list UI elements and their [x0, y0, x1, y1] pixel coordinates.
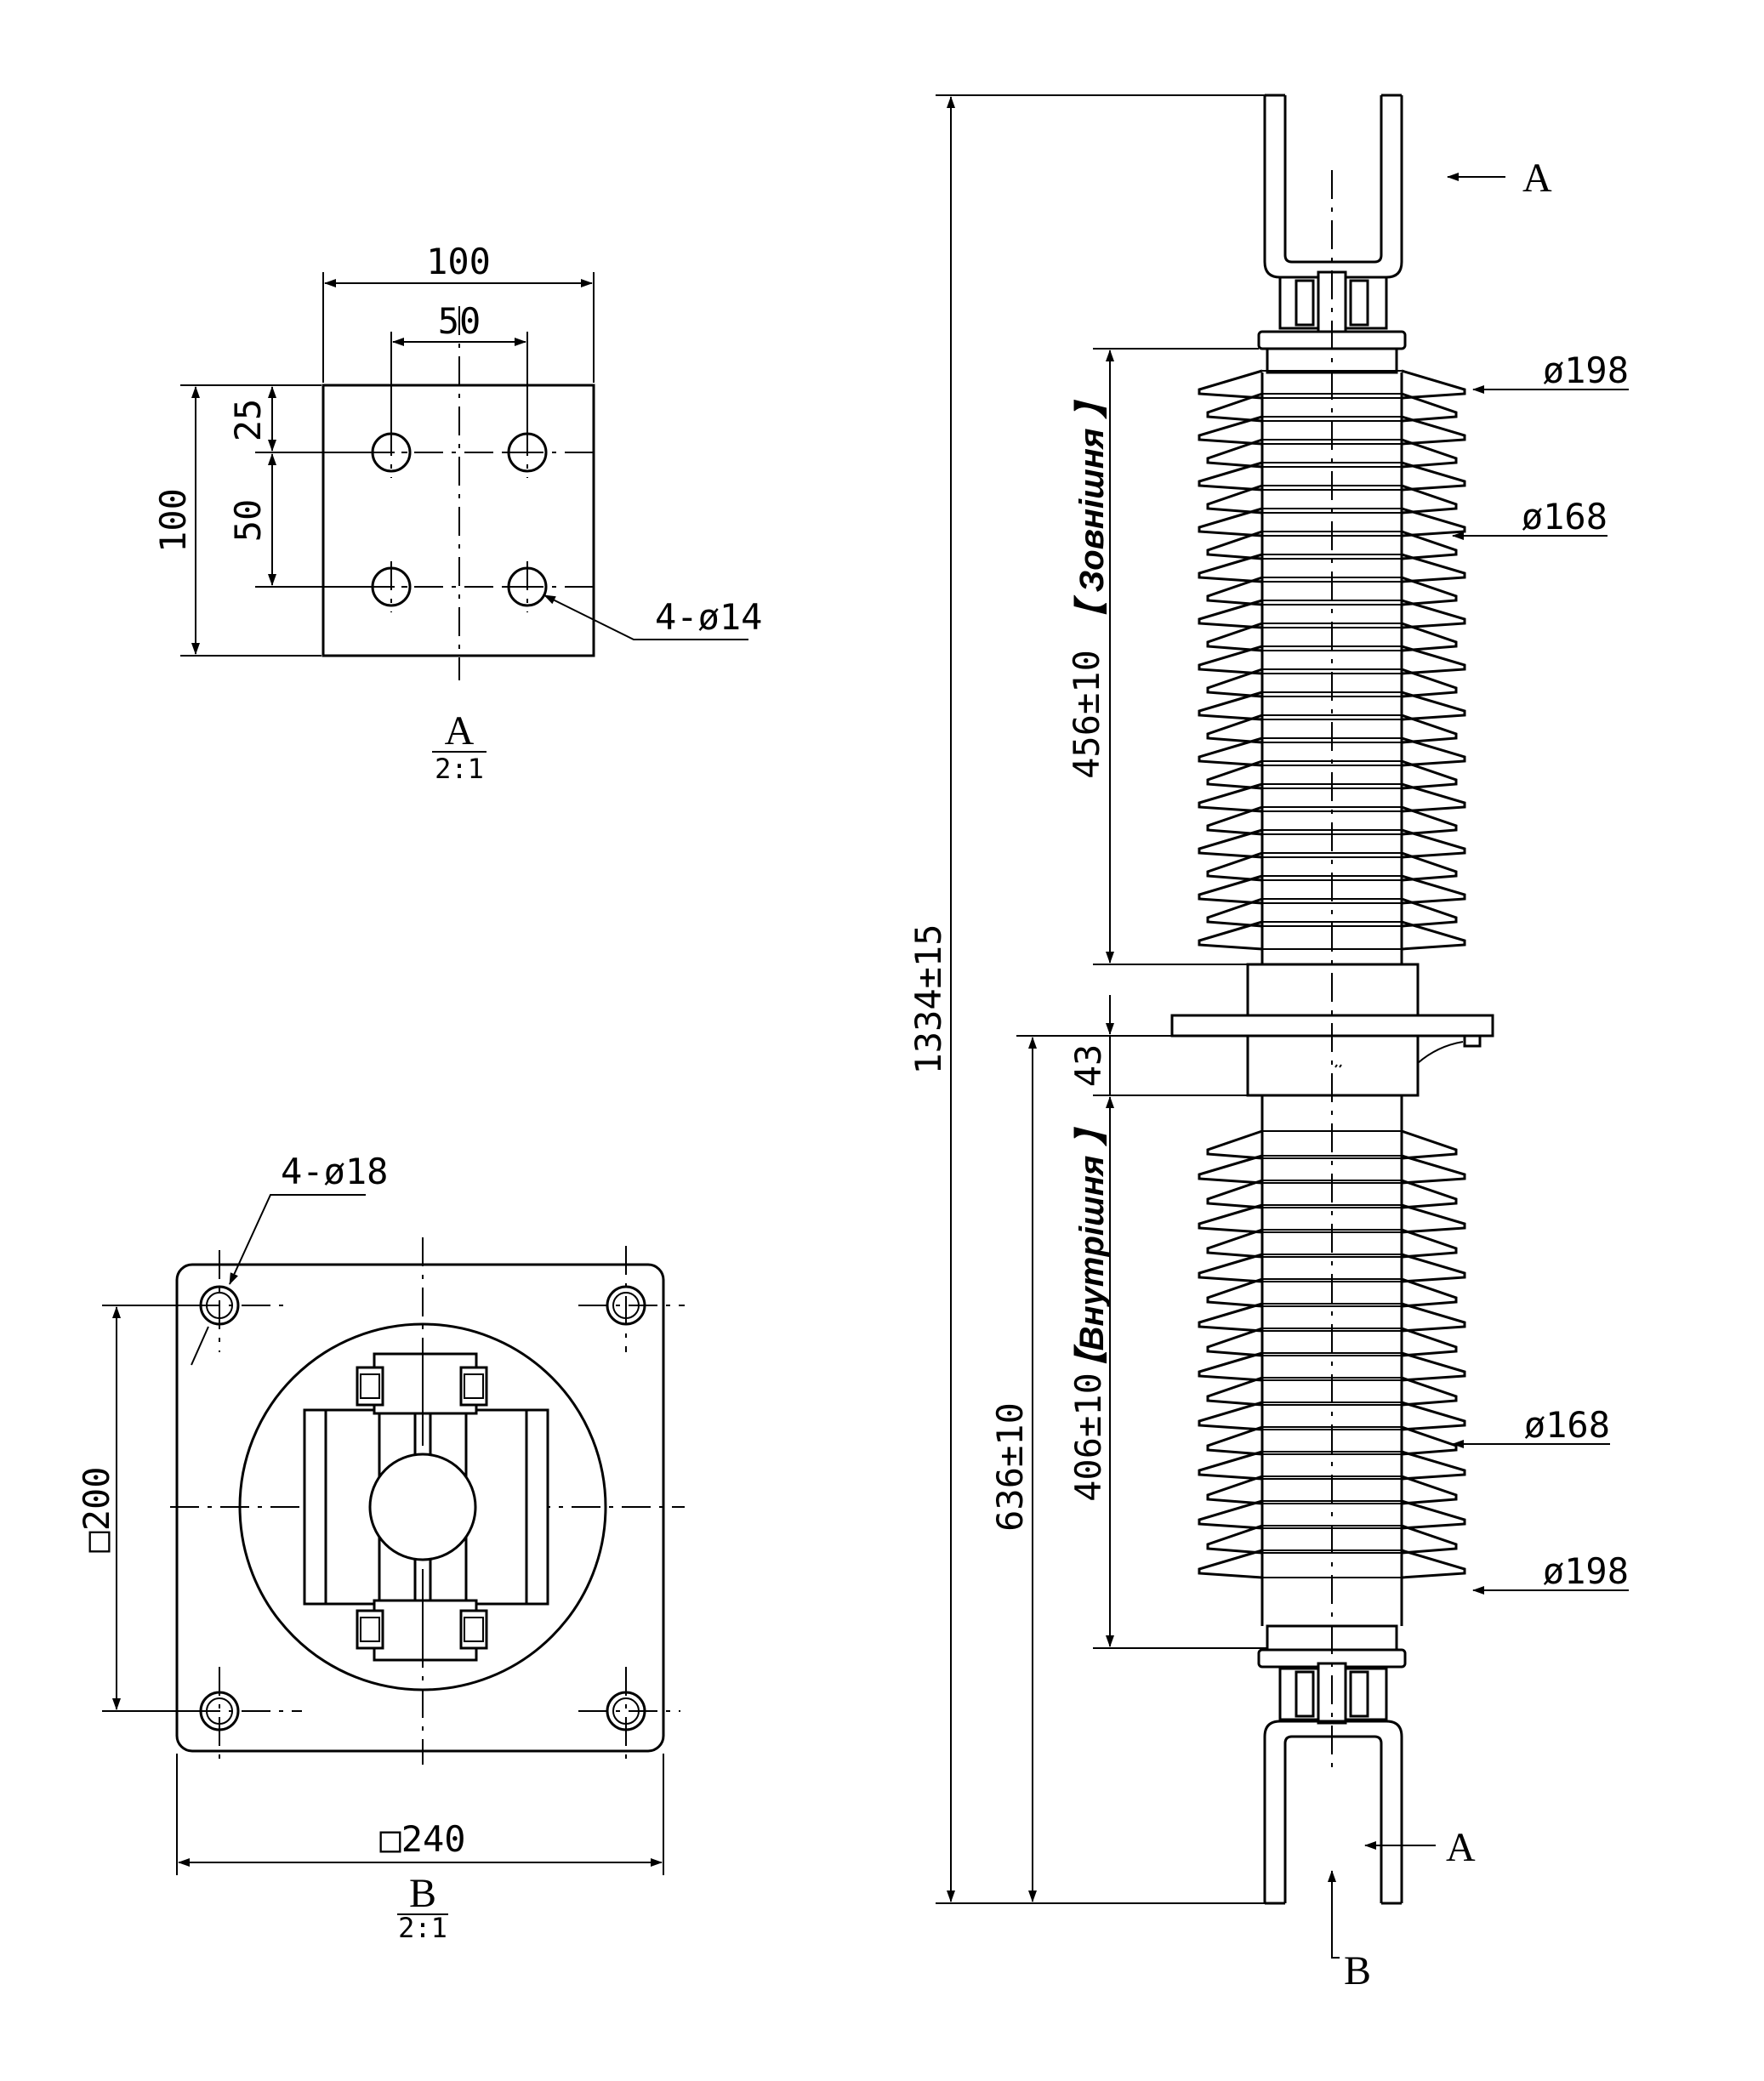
- shed-small: [1206, 851, 1458, 882]
- label-inner: 【Внутрішня 】: [1073, 1112, 1111, 1385]
- dim-lower-large-diameter: ø198: [1543, 1550, 1629, 1592]
- view-a-dim-top-offset: 25: [227, 399, 269, 442]
- shed-small: [1206, 714, 1458, 744]
- shed-large: [1198, 828, 1466, 859]
- shed-small: [1206, 576, 1458, 606]
- shed-large: [1198, 736, 1466, 767]
- dim-inner-part: 406±10: [1067, 1373, 1109, 1502]
- view-a-dim-spacing-v: 50: [227, 499, 269, 543]
- shed-large: [1198, 1499, 1466, 1530]
- shed-small: [1206, 805, 1458, 836]
- shed-large: [1198, 1351, 1466, 1382]
- view-a-dim-height: 100: [152, 488, 194, 553]
- shed-small: [1206, 1129, 1458, 1160]
- section-mark-top-a: A: [1522, 156, 1552, 201]
- shed-small: [1206, 1327, 1458, 1357]
- shed-small: [1206, 484, 1458, 515]
- view-a-holes: [366, 427, 553, 612]
- shed-large: [1198, 1203, 1466, 1234]
- bottom-fork: [1263, 1662, 1403, 1905]
- label-outer: 【 Зовнішня 】: [1073, 384, 1111, 635]
- view-a-label: A: [445, 708, 475, 753]
- shed-large: [1198, 553, 1466, 583]
- view-b-scale: 2:1: [398, 1912, 447, 1944]
- top-fork: [1263, 94, 1403, 333]
- view-a-dim-holes: 4-ø14: [655, 596, 762, 638]
- shed-small: [1206, 897, 1458, 928]
- dim-upper-large-diameter: ø198: [1543, 350, 1629, 391]
- shed-small: [1206, 622, 1458, 652]
- shed-large: [1198, 1302, 1466, 1333]
- view-b-dim-holes: 4-ø18: [281, 1151, 388, 1192]
- shed-small: [1206, 392, 1458, 423]
- view-a-scale: 2:1: [435, 753, 484, 785]
- view-a: 100 50 100 25 50 4-ø14 A 2:1: [152, 241, 762, 785]
- shed-large: [1198, 920, 1466, 951]
- view-a-dim-width: 100: [426, 241, 491, 282]
- shed-small: [1206, 1524, 1458, 1555]
- shed-small: [1206, 1228, 1458, 1259]
- elevation: 1334±15 456±10 【 Зовнішня 】 43 636±10 40…: [908, 94, 1629, 1993]
- dim-overall-length: 1334±15: [908, 924, 949, 1074]
- view-b-holes: [199, 1285, 646, 1731]
- shed-large: [1198, 874, 1466, 905]
- shed-small: [1206, 759, 1458, 790]
- view-b-dim-outer-square: □240: [379, 1818, 465, 1860]
- shed-large: [1198, 1401, 1466, 1431]
- section-mark-bottom-a: A: [1446, 1825, 1476, 1870]
- shed-small: [1206, 530, 1458, 560]
- shed-small: [1206, 1475, 1458, 1505]
- view-b-bore: [368, 1453, 477, 1561]
- dim-upper-small-diameter: ø168: [1522, 496, 1608, 537]
- view-b-label: B: [409, 1871, 436, 1916]
- dim-lower-small-diameter: ø168: [1524, 1404, 1610, 1446]
- shed-large: [1198, 599, 1466, 629]
- shed-large: [1198, 1253, 1466, 1283]
- shed-large: [1198, 1154, 1466, 1185]
- view-b: 4-ø18 □200 □240 B 2:1: [76, 1151, 685, 1944]
- shed-small: [1206, 1376, 1458, 1407]
- dim-outer-part: 456±10: [1066, 650, 1107, 779]
- shed-large: [1198, 691, 1466, 721]
- dim-lower-total: 636±10: [989, 1402, 1031, 1532]
- shed-small: [1206, 1277, 1458, 1308]
- dim-flange: 43: [1067, 1044, 1109, 1088]
- shed-large: [1198, 369, 1466, 400]
- shed-small: [1206, 1179, 1458, 1209]
- view-b-clamp: [303, 1352, 549, 1662]
- shed-large: [1198, 415, 1466, 446]
- shed-large: [1198, 782, 1466, 813]
- shed-large: [1198, 1450, 1466, 1481]
- view-a-dim-spacing-h: 50: [438, 300, 481, 342]
- shed-large: [1198, 1549, 1466, 1579]
- view-b-dim-inner-square: □200: [76, 1466, 117, 1552]
- shed-small: [1206, 668, 1458, 698]
- shed-large: [1198, 645, 1466, 675]
- shed-large: [1198, 507, 1466, 537]
- shed-small: [1206, 438, 1458, 469]
- section-mark-bottom-b: B: [1344, 1948, 1371, 1993]
- shed-large: [1198, 461, 1466, 492]
